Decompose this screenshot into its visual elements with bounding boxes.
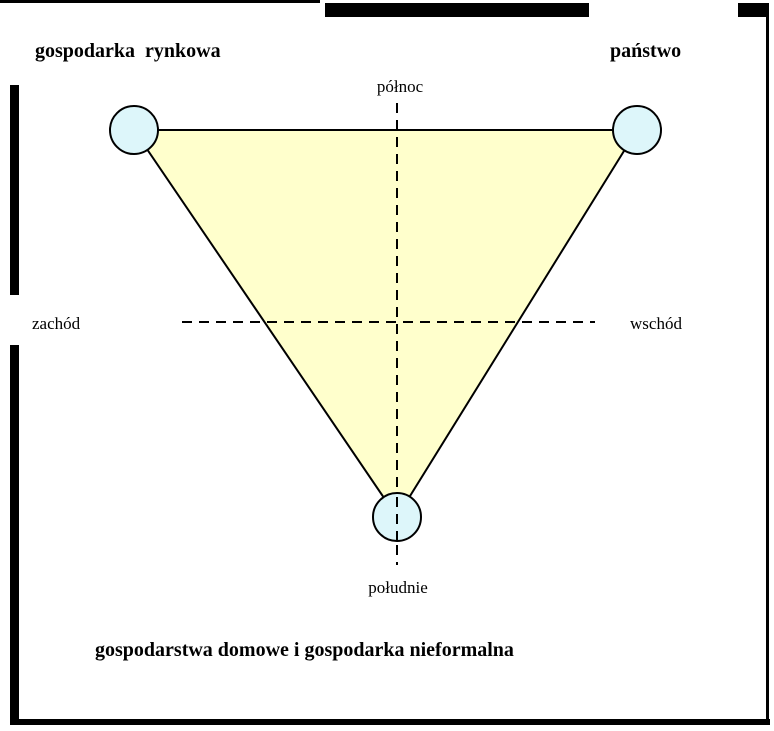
- frame-bottom: [10, 719, 770, 725]
- frame-top-middle-segment: [325, 3, 589, 17]
- frame-left-lower-segment: [10, 345, 19, 725]
- frame-top-right-segment: [738, 3, 768, 17]
- label-households-informal: gospodarstwa domowe i gospodarka nieform…: [95, 639, 514, 661]
- node-state: [612, 105, 662, 155]
- label-north: północ: [377, 77, 424, 96]
- label-south: południe: [368, 578, 428, 597]
- frame-right: [766, 3, 769, 725]
- frame-left-upper-segment: [10, 85, 19, 295]
- node-market-economy: [109, 105, 159, 155]
- label-east: wschód: [630, 314, 682, 333]
- triangle-area: [132, 129, 639, 519]
- label-west: zachód: [32, 314, 81, 333]
- label-market-economy: gospodarka rynkowa: [35, 40, 221, 62]
- frame-top-left-segment: [0, 0, 320, 3]
- label-state: państwo: [610, 40, 681, 62]
